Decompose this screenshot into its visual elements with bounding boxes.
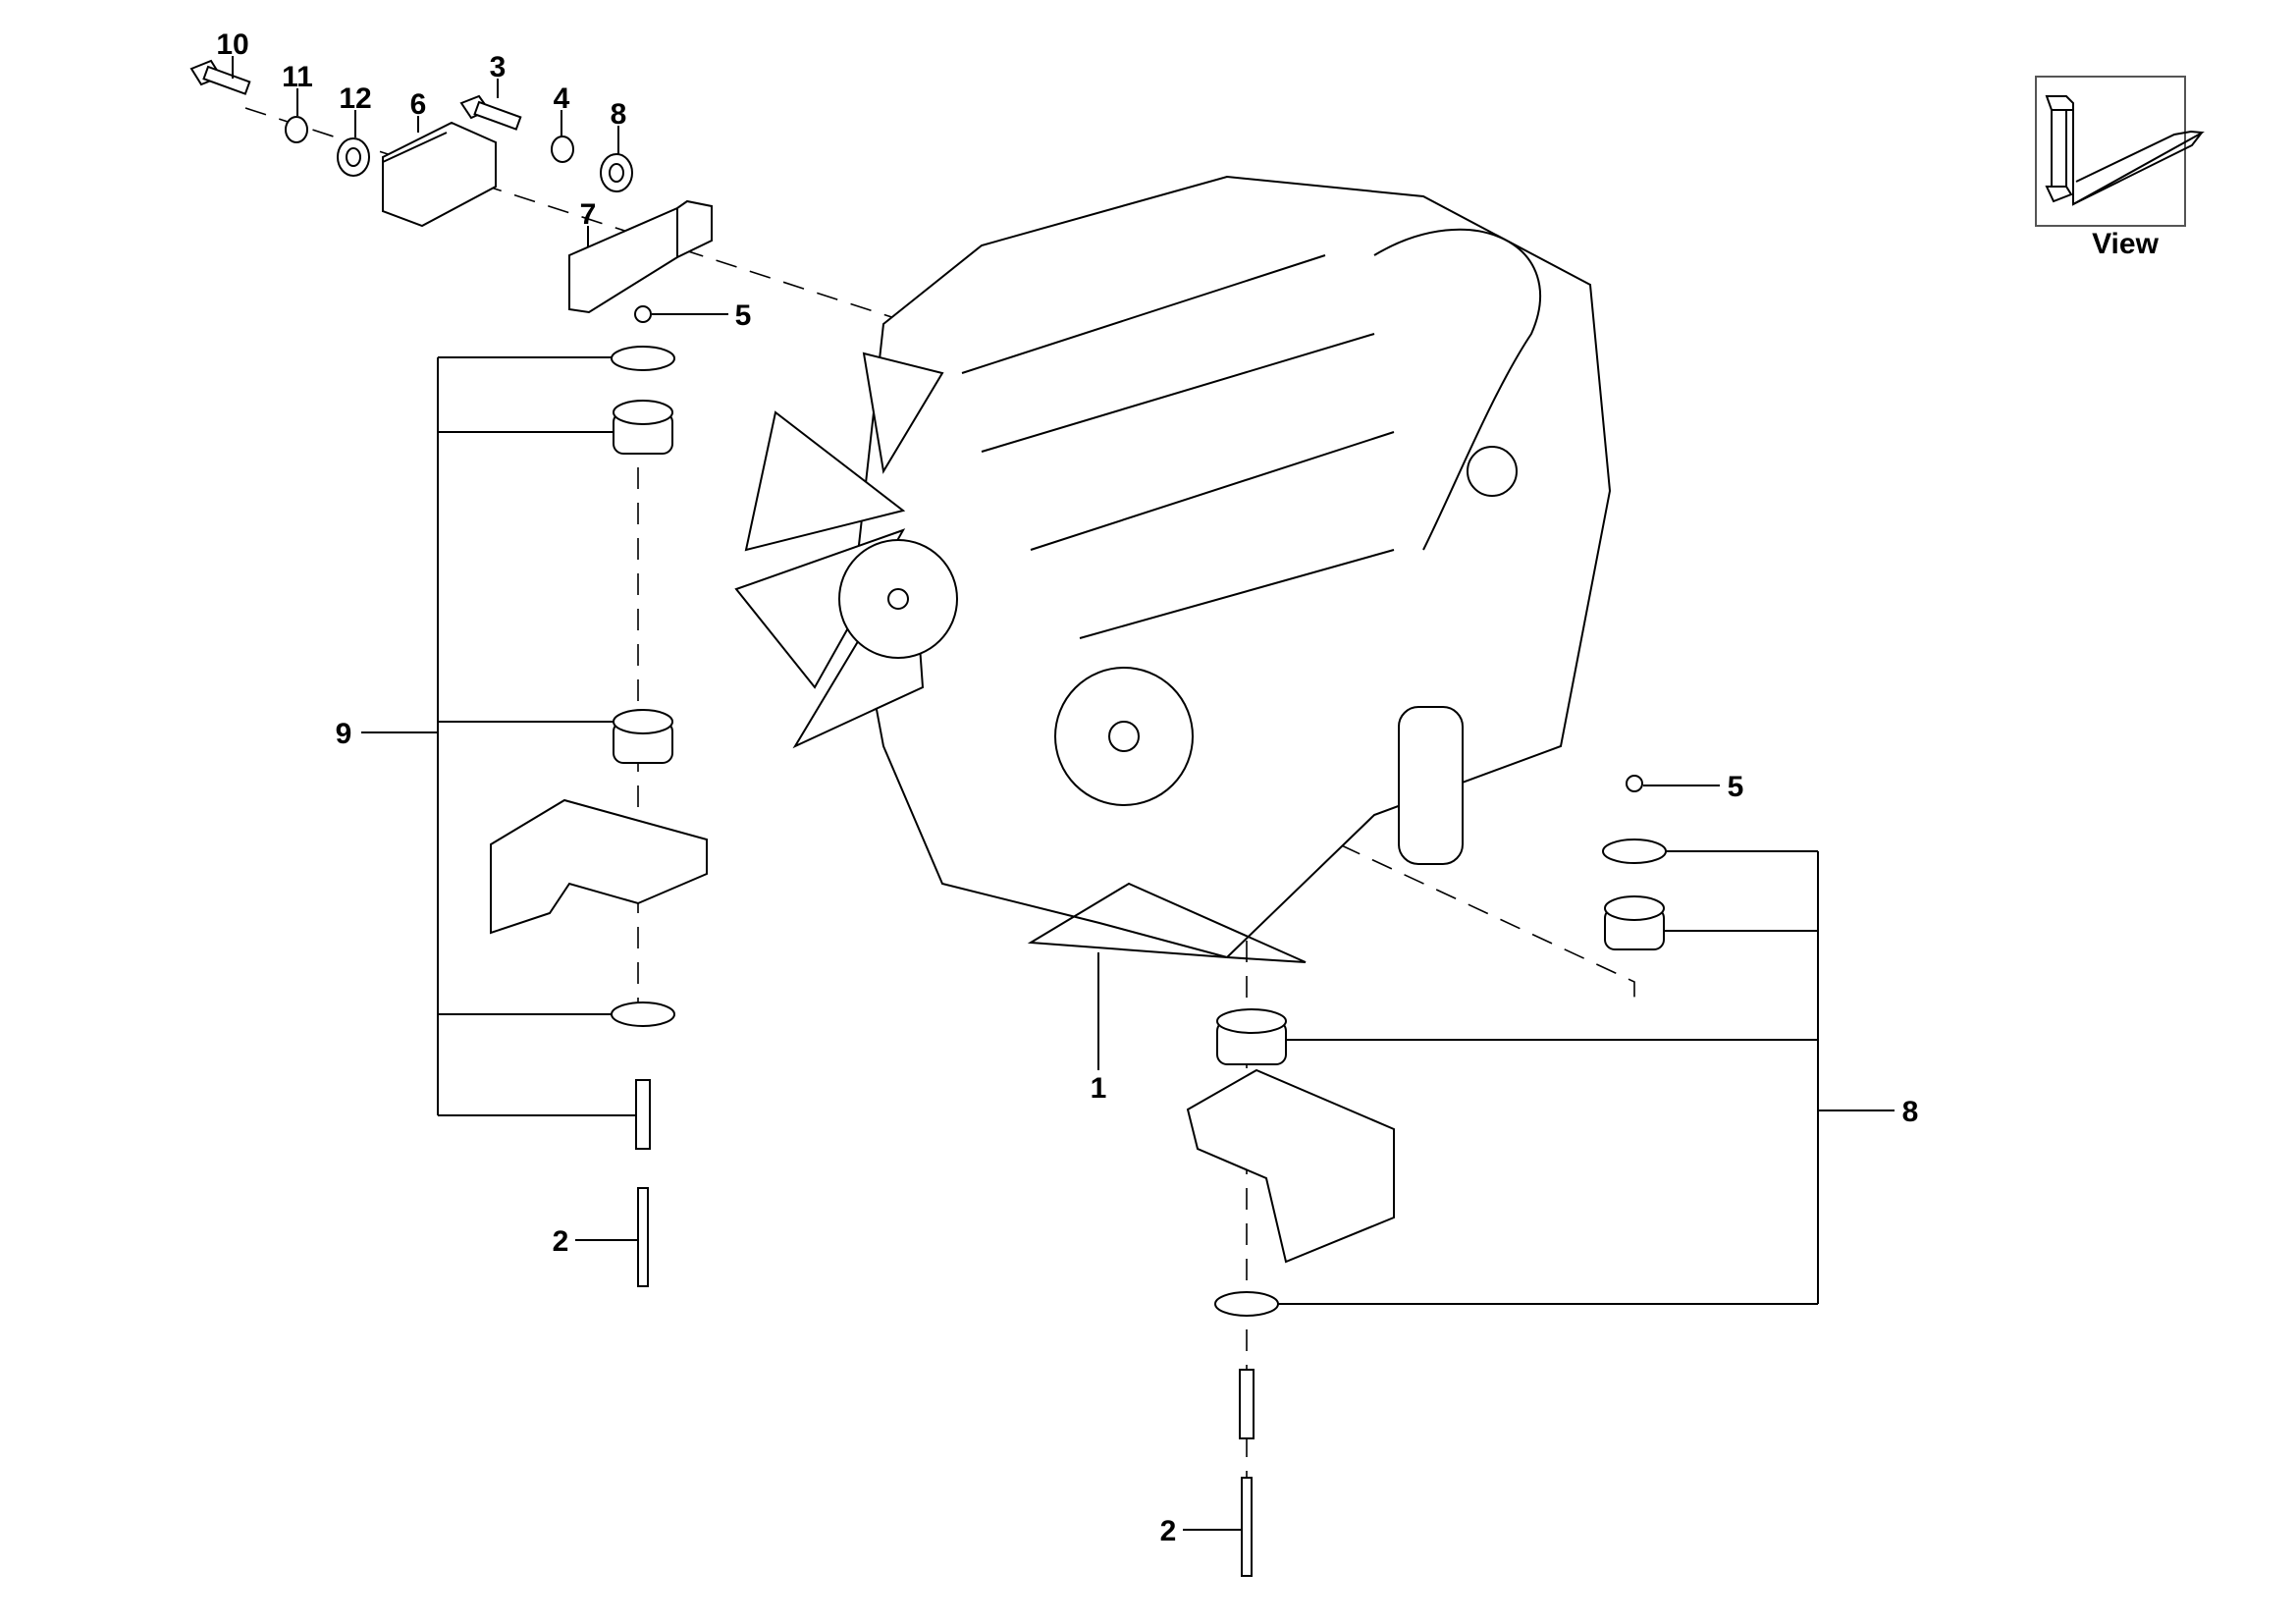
view-label: View [2092, 228, 2159, 260]
control-module-6 [382, 121, 497, 228]
washer [1602, 839, 1667, 864]
rubber-mount [1604, 895, 1665, 950]
bolt-10 [189, 59, 251, 95]
rubber-mount [613, 400, 673, 455]
callout-9: 9 [336, 718, 352, 750]
callout-8-right: 8 [1902, 1096, 1919, 1128]
bolt-2 [637, 1187, 649, 1287]
washer [611, 1001, 675, 1027]
callout-7: 7 [580, 198, 597, 231]
callout-11: 11 [282, 61, 313, 93]
washer-12 [337, 137, 370, 177]
engine-mount-bracket [1186, 1068, 1395, 1264]
nut-5 [634, 305, 652, 323]
bolt-2 [1241, 1477, 1253, 1577]
bracket-7 [568, 199, 713, 314]
callout-5-right: 5 [1728, 771, 1744, 803]
view-inset: View [2035, 76, 2205, 260]
callout-12: 12 [339, 82, 371, 115]
callout-2-left: 2 [553, 1225, 569, 1258]
callout-3: 3 [490, 51, 507, 83]
forklift-fork-icon [2045, 95, 2205, 206]
callout-5-top: 5 [735, 299, 752, 332]
callout-1: 1 [1091, 1072, 1107, 1105]
engine-mount-bracket [490, 798, 708, 935]
callout-6: 6 [410, 88, 427, 121]
assembly-axis-right [1275, 814, 1635, 1001]
washer [611, 346, 675, 371]
oil-filter [1398, 706, 1464, 865]
intake-pipe [1373, 228, 1542, 551]
washer [1214, 1291, 1279, 1317]
washer-8 [600, 153, 633, 192]
sensor [1467, 446, 1518, 497]
callout-4: 4 [554, 82, 570, 115]
callout-10: 10 [216, 28, 248, 61]
leader-lines [232, 56, 1895, 1531]
engine-assembly-1 [734, 175, 1612, 963]
lock-washer-4 [551, 135, 574, 163]
callout-2-bottom: 2 [1160, 1515, 1177, 1547]
nut-5 [1626, 775, 1643, 792]
alternator [1054, 667, 1194, 806]
spacer-sleeve [635, 1079, 651, 1150]
callout-8-top: 8 [611, 98, 627, 131]
bolt-3 [459, 94, 522, 131]
cooling-fan [734, 352, 958, 749]
rubber-mount [613, 709, 673, 764]
lock-washer-11 [285, 116, 308, 143]
rubber-mount [1216, 1008, 1287, 1065]
spacer-sleeve [1239, 1369, 1255, 1439]
